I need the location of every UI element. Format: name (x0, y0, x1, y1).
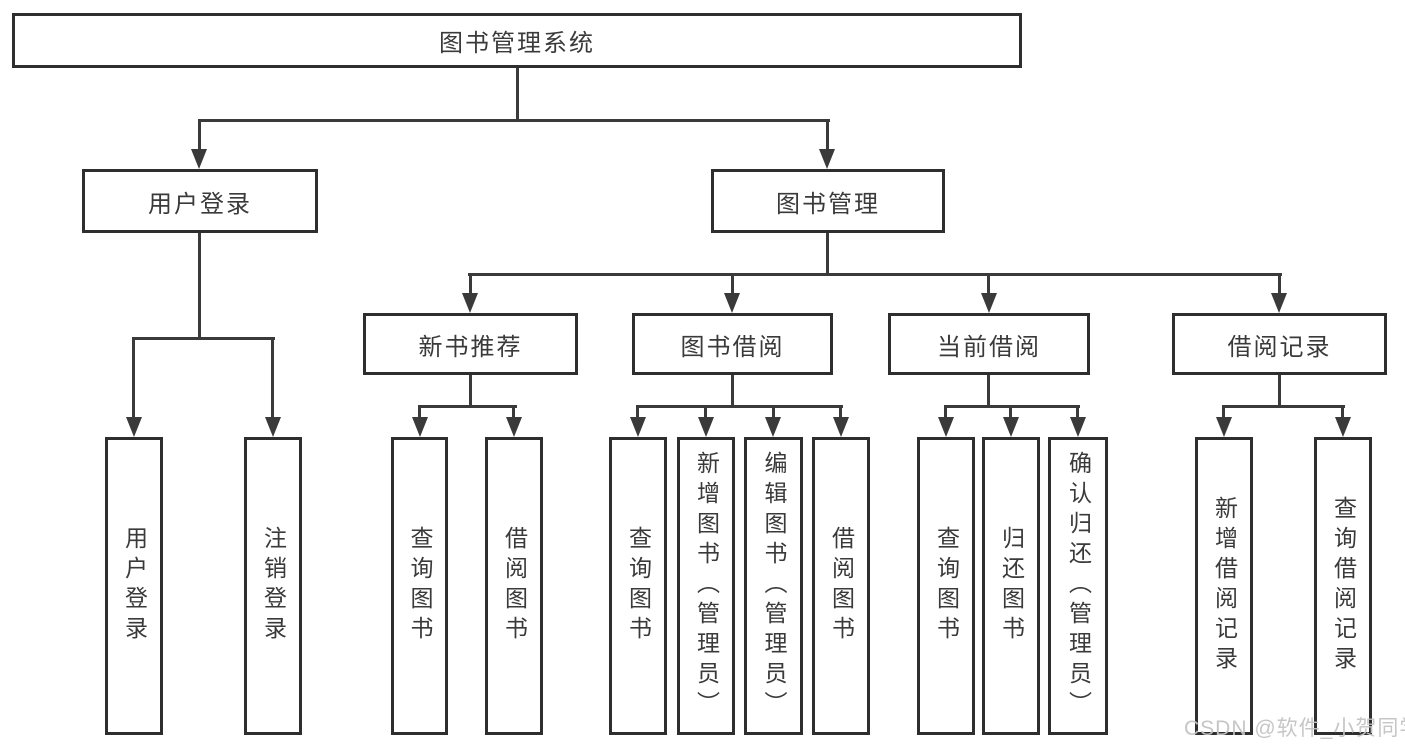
connector-line (469, 273, 472, 295)
node-label: 确认归还（管理员） (1065, 451, 1092, 721)
node-label: 图书管理系统 (439, 30, 595, 57)
node-borrow-books: 借阅图书 (812, 437, 870, 735)
csdn-watermark: CSDN @软件_小贺同学 (1184, 717, 1405, 740)
node-logout: 注销登录 (244, 437, 302, 735)
node-label: 用户登录 (148, 190, 252, 218)
node-new-book-recommend: 新书推荐 (363, 313, 578, 375)
connector-line (418, 405, 517, 408)
node-borrow-books-recommend: 借阅图书 (485, 437, 543, 735)
connector-line (731, 375, 734, 405)
connector-line (132, 337, 275, 340)
node-return-books: 归还图书 (982, 437, 1040, 735)
arrow-down-icon (630, 417, 646, 437)
node-query-books-recommend: 查询图书 (391, 437, 448, 735)
connector-line (1341, 405, 1344, 419)
connector-line (132, 337, 135, 417)
node-label: 图书借阅 (680, 333, 785, 361)
node-confirm-return-admin: 确认归还（管理员） (1048, 437, 1108, 735)
connector-line (839, 405, 842, 419)
node-query-books: 查询图书 (609, 437, 667, 735)
connector-line (1278, 273, 1281, 295)
connector-line (198, 119, 830, 122)
connector-line (469, 375, 472, 405)
node-label: 当前借阅 (937, 333, 1041, 361)
connector-line (198, 233, 201, 337)
connector-line (826, 119, 829, 151)
connector-line (468, 273, 1282, 276)
arrow-down-icon (191, 149, 207, 169)
arrow-down-icon (265, 417, 281, 437)
connector-line (704, 405, 707, 419)
connector-line (271, 337, 274, 417)
connector-line (987, 375, 990, 405)
node-label: 借阅记录 (1227, 333, 1332, 361)
node-label: 查询图书 (933, 526, 960, 646)
connector-line (512, 405, 515, 419)
arrow-down-icon (1335, 417, 1351, 437)
node-label: 查询图书 (407, 526, 433, 646)
connector-line (944, 405, 947, 419)
arrow-down-icon (724, 293, 740, 313)
node-label: 借阅图书 (501, 526, 528, 646)
node-label: 图书管理 (776, 190, 880, 218)
node-label: 注销登录 (260, 526, 287, 646)
arrow-down-icon (412, 417, 428, 437)
node-label: 借阅图书 (828, 526, 855, 646)
connector-line (636, 405, 639, 419)
node-book-borrowing: 图书借阅 (632, 313, 833, 375)
connector-line (1278, 375, 1281, 405)
connector-line (1076, 405, 1079, 419)
arrow-down-icon (126, 417, 142, 437)
arrow-down-icon (462, 293, 478, 313)
arrow-down-icon (698, 417, 714, 437)
connector-line (1222, 405, 1345, 408)
arrow-down-icon (833, 417, 849, 437)
node-add-books-admin: 新增图书（管理员） (677, 437, 735, 735)
arrow-down-icon (1271, 293, 1287, 313)
node-library-management-system: 图书管理系统 (12, 13, 1022, 68)
node-label: 查询图书 (625, 526, 652, 646)
arrow-down-icon (1003, 417, 1019, 437)
arrow-down-icon (1070, 417, 1086, 437)
node-user-login-leaf: 用户登录 (105, 437, 163, 735)
node-book-management: 图书管理 (711, 169, 945, 233)
connector-line (772, 405, 775, 419)
node-label: 归还图书 (998, 526, 1025, 646)
arrow-down-icon (938, 417, 954, 437)
node-edit-books-admin: 编辑图书（管理员） (744, 437, 803, 735)
node-label: 新增图书（管理员） (693, 451, 720, 721)
connector-line (1222, 405, 1225, 419)
node-query-borrow-record: 查询借阅记录 (1314, 437, 1372, 735)
connector-line (636, 405, 843, 408)
node-label: 用户登录 (121, 526, 148, 646)
connector-line (1009, 405, 1012, 419)
node-label: 查询借阅记录 (1330, 496, 1357, 676)
connector-line (826, 233, 829, 273)
connector-line (944, 405, 1080, 408)
node-label: 编辑图书（管理员） (761, 451, 787, 721)
arrow-down-icon (765, 417, 781, 437)
node-add-borrow-record: 新增借阅记录 (1195, 437, 1253, 735)
connector-line (516, 68, 519, 119)
node-user-login: 用户登录 (82, 169, 318, 233)
node-query-books-current: 查询图书 (917, 437, 975, 735)
arrow-down-icon (506, 417, 522, 437)
connector-line (987, 273, 990, 295)
node-borrowing-records: 借阅记录 (1172, 313, 1387, 375)
node-label: 新增借阅记录 (1211, 496, 1238, 676)
arrow-down-icon (819, 149, 835, 169)
connector-line (198, 119, 201, 151)
arrow-down-icon (1216, 417, 1232, 437)
node-label: 新书推荐 (418, 333, 523, 361)
connector-line (418, 405, 421, 419)
arrow-down-icon (981, 293, 997, 313)
node-current-borrowing: 当前借阅 (888, 313, 1090, 375)
connector-line (731, 273, 734, 295)
